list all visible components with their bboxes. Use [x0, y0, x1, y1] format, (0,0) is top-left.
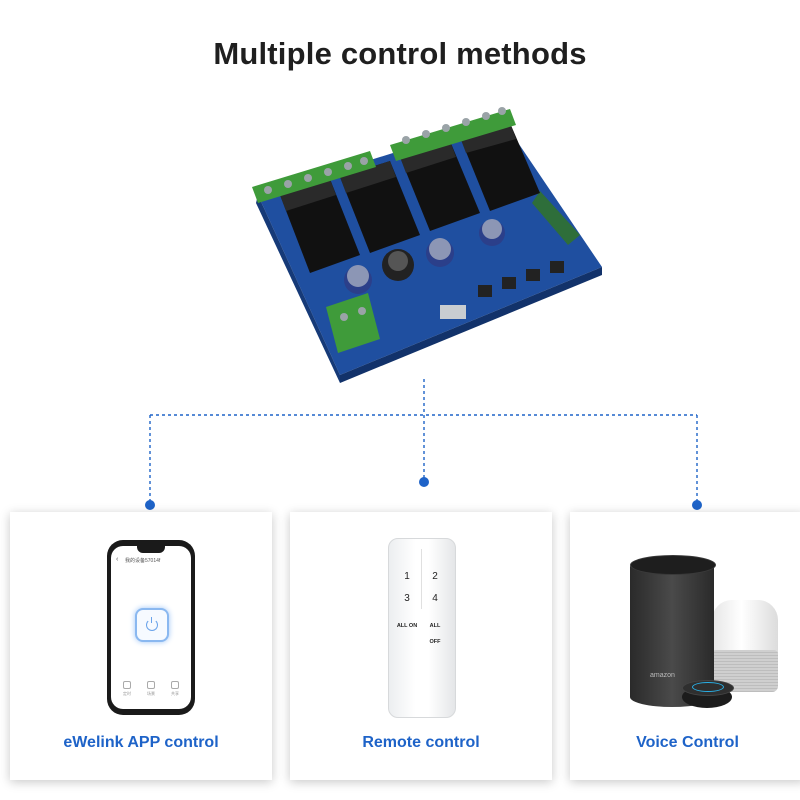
- connector-dot: [419, 477, 429, 487]
- method-card-voice: amazon Voice Control: [570, 512, 800, 780]
- smartphone-icon: ‹ 我的设备57014f 定时 场景 共享: [107, 540, 195, 715]
- method-card-remote: 1 2 3 4 ALL ON ALL OFF Remote control: [290, 512, 552, 780]
- remote-key-all-off[interactable]: ALL OFF: [429, 623, 441, 645]
- power-icon: [146, 617, 158, 631]
- share-icon: [171, 681, 179, 689]
- method-label-remote: Remote control: [362, 734, 480, 751]
- back-icon[interactable]: ‹: [116, 556, 119, 563]
- method-label-app: eWelink APP control: [63, 734, 219, 751]
- remote-key-3[interactable]: 3: [404, 593, 410, 604]
- page-title: Multiple control methods: [213, 36, 587, 71]
- power-toggle-button[interactable]: [135, 608, 169, 642]
- clock-icon: [123, 681, 131, 689]
- app-device-name: 我的设备57014f: [125, 558, 161, 564]
- speaker-brand-logo: amazon: [650, 672, 675, 679]
- echo-dot-icon: [682, 680, 734, 708]
- connector-lines: [0, 375, 800, 515]
- app-tab-label: 场景: [147, 691, 155, 696]
- app-tab-scene[interactable]: 场景: [141, 681, 161, 697]
- app-tab-timer[interactable]: 定时: [117, 681, 137, 697]
- app-tab-label: 定时: [123, 691, 131, 696]
- remote-key-4[interactable]: 4: [432, 593, 438, 604]
- echo-speaker-icon: amazon: [630, 555, 716, 707]
- remote-key-all-on[interactable]: ALL ON: [396, 623, 418, 629]
- relay-module-image: [240, 95, 610, 385]
- app-header: ‹ 我的设备57014f: [111, 555, 191, 565]
- app-tab-share[interactable]: 共享: [165, 681, 185, 697]
- home-icon: [147, 681, 155, 689]
- connector-dot: [145, 500, 155, 510]
- remote-icon: 1 2 3 4 ALL ON ALL OFF: [388, 538, 456, 718]
- remote-key-2[interactable]: 2: [432, 571, 438, 582]
- method-label-voice: Voice Control: [636, 734, 739, 751]
- method-card-app: ‹ 我的设备57014f 定时 场景 共享: [10, 512, 272, 780]
- connector-dot: [692, 500, 702, 510]
- app-tab-label: 共享: [171, 691, 179, 696]
- remote-key-1[interactable]: 1: [404, 571, 410, 582]
- google-home-speaker-icon: [712, 600, 778, 692]
